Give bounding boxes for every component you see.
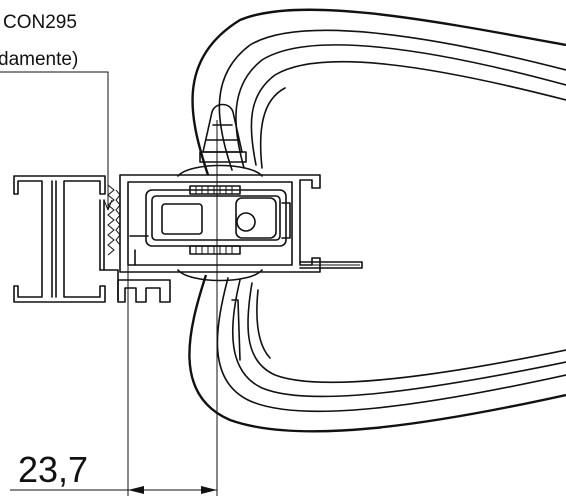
callout-line-2: damente)	[0, 49, 78, 70]
left-frame-profile	[13, 175, 121, 303]
sash-profile	[119, 174, 363, 273]
centerlines	[127, 120, 218, 496]
callout-line-1: CON295	[3, 12, 77, 33]
upper-handle	[191, 8, 566, 176]
lock-mechanism	[145, 164, 291, 282]
dimension-value: 23,7	[18, 449, 88, 490]
lower-handle	[188, 274, 566, 433]
dimension-line	[10, 486, 217, 494]
lower-profile	[117, 279, 171, 303]
